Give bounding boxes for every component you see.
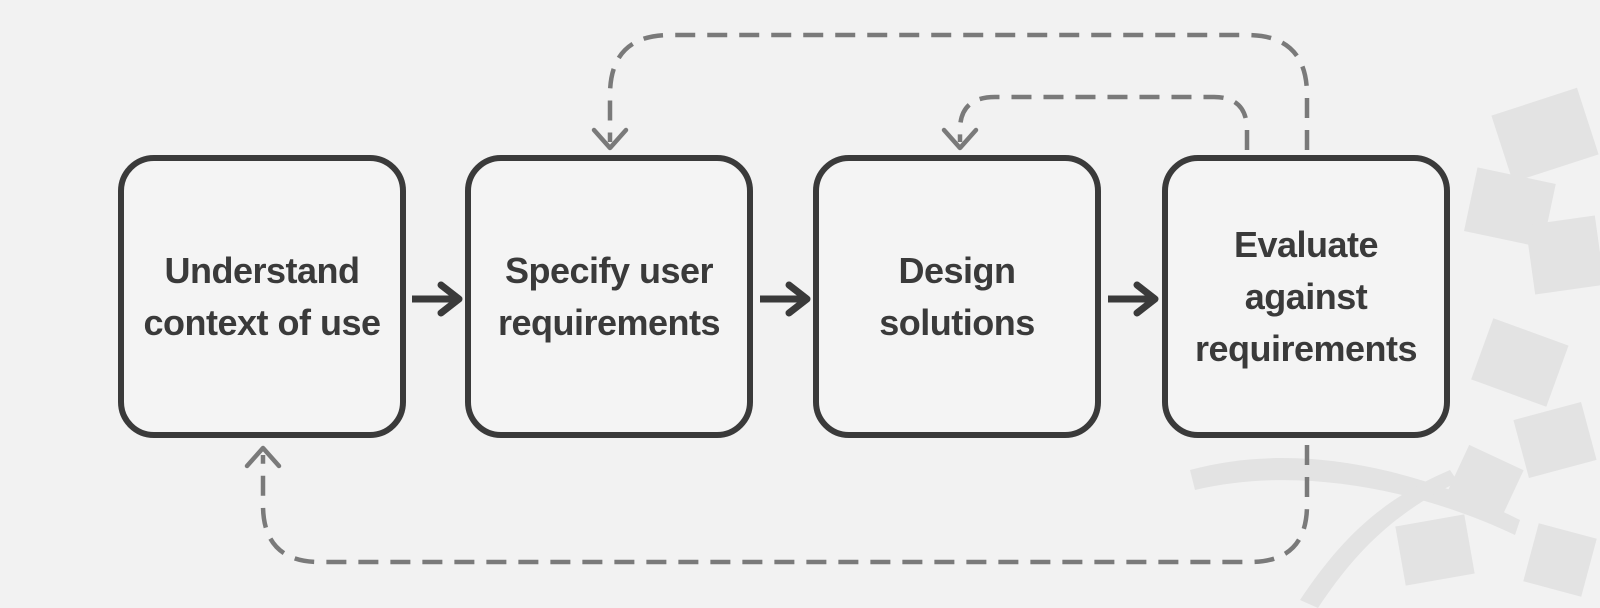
feedback-loop-evaluate-to-understand xyxy=(244,445,1310,565)
flow-arrow-understand-to-specify xyxy=(412,281,463,317)
step-label-understand: Understand context of use xyxy=(143,249,381,343)
step-label-design: Design solutions xyxy=(879,249,1035,343)
step-label-evaluate: Evaluate against requirements xyxy=(1194,223,1418,369)
watermark-leaf-shapes xyxy=(1190,87,1600,608)
flow-arrow-design-to-evaluate xyxy=(1108,281,1159,317)
step-box-specify: Specify user requirements xyxy=(465,155,753,438)
step-box-evaluate: Evaluate against requirements xyxy=(1162,155,1450,438)
feedback-loop-evaluate-to-design xyxy=(941,94,1250,151)
step-label-specify: Specify user requirements xyxy=(497,249,721,343)
feedback-loop-evaluate-to-specify xyxy=(591,32,1310,151)
step-box-understand: Understand context of use xyxy=(118,155,406,438)
flow-arrow-specify-to-design xyxy=(760,281,811,317)
step-box-design: Design solutions xyxy=(813,155,1101,438)
